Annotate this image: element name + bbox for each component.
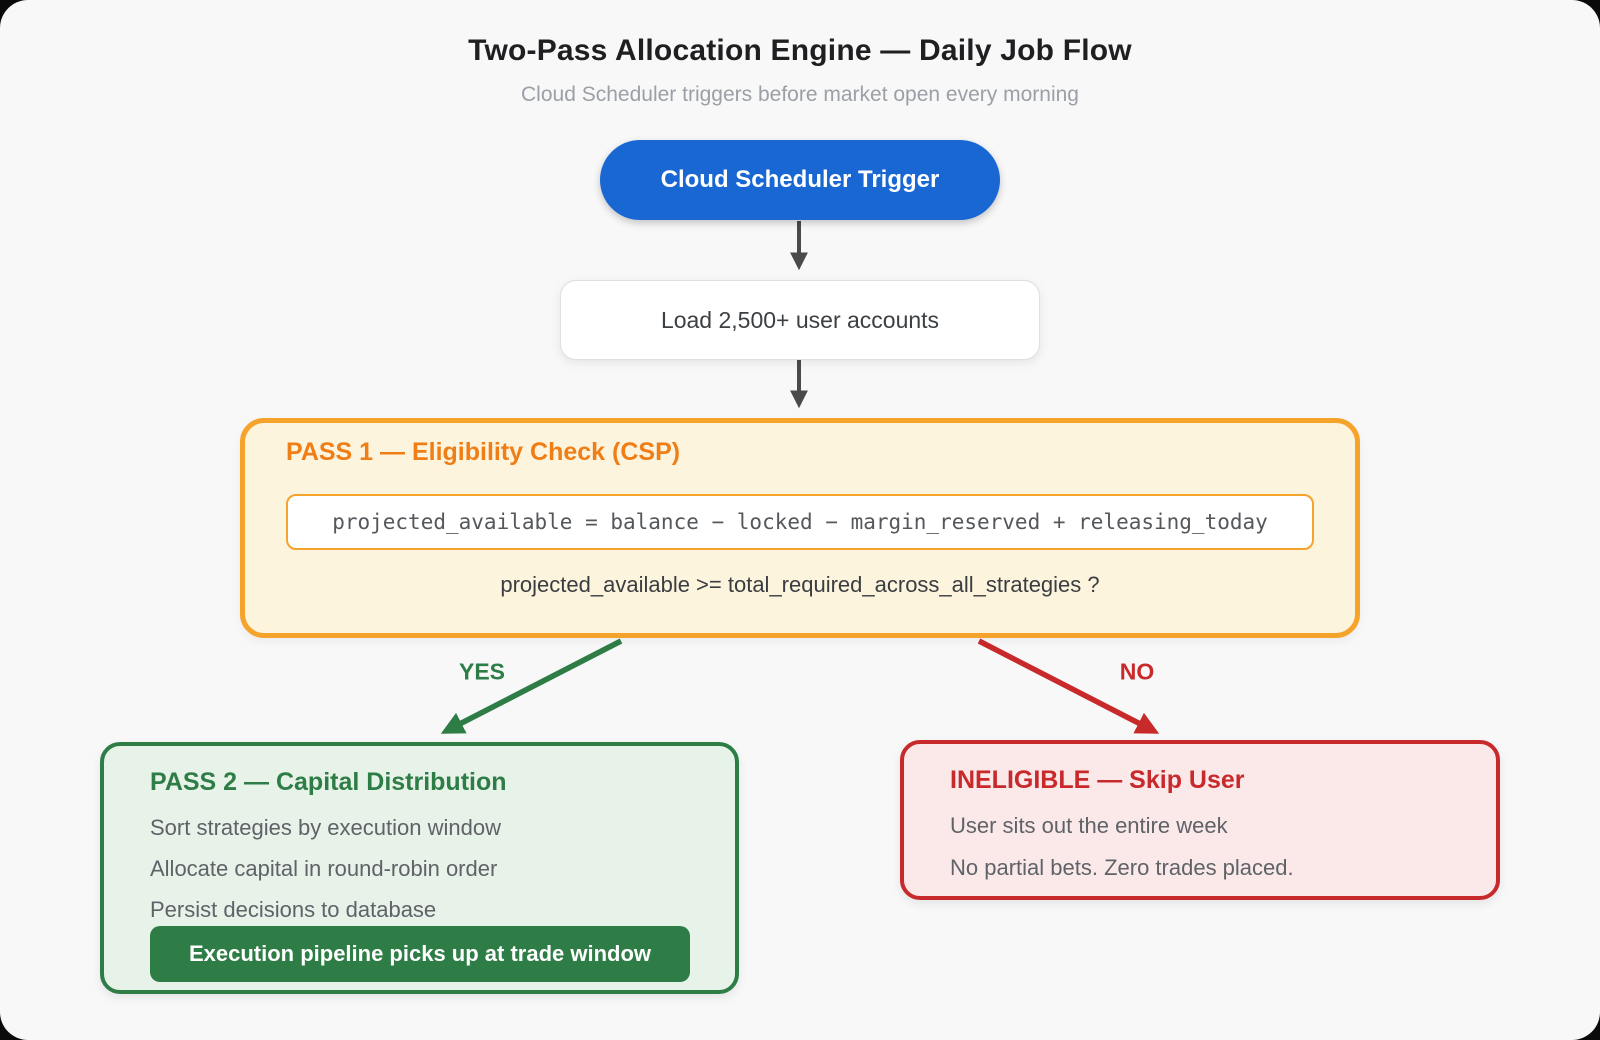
load-accounts-label: Load 2,500+ user accounts (660, 306, 940, 333)
page-subtitle: Cloud Scheduler triggers before market o… (521, 83, 1079, 106)
pass2-step: Persist decisions to database (150, 897, 437, 922)
pass1-formula-box: projected_available = balance − locked −… (286, 494, 1314, 550)
pass2-title: PASS 2 — Capital Distribution (150, 768, 507, 796)
ineligible-line: No partial bets. Zero trades placed. (950, 855, 1294, 880)
node-pass2-capital-distribution: PASS 2 — Capital Distribution Sort strat… (100, 742, 739, 994)
ineligible-title: INELIGIBLE — Skip User (950, 766, 1245, 794)
edge-no (977, 638, 1160, 734)
edge-yes (440, 638, 623, 734)
pass2-step: Allocate capital in round-robin order (150, 856, 498, 881)
node-pass1-eligibility: PASS 1 — Eligibility Check (CSP) project… (240, 418, 1360, 638)
pass1-formula: projected_available = balance − locked −… (332, 510, 1268, 534)
pass2-step: Sort strategies by execution window (150, 815, 501, 840)
edge-label-yes: YES (458, 658, 506, 685)
execution-pipeline-badge-label: Execution pipeline picks up at trade win… (188, 941, 652, 966)
node-load-accounts: Load 2,500+ user accounts (560, 280, 1040, 360)
edge-label-no: NO (1119, 658, 1155, 685)
execution-pipeline-badge: Execution pipeline picks up at trade win… (150, 926, 690, 982)
trigger-label: Cloud Scheduler Trigger (660, 166, 940, 193)
ineligible-line: User sits out the entire week (950, 813, 1228, 838)
pass1-title: PASS 1 — Eligibility Check (CSP) (286, 438, 681, 466)
node-cloud-scheduler-trigger: Cloud Scheduler Trigger (600, 140, 1000, 220)
pass1-condition: projected_available >= total_required_ac… (500, 572, 1100, 597)
page-title: Two-Pass Allocation Engine — Daily Job F… (468, 34, 1132, 67)
node-ineligible-skip-user: INELIGIBLE — Skip User User sits out the… (900, 740, 1500, 900)
